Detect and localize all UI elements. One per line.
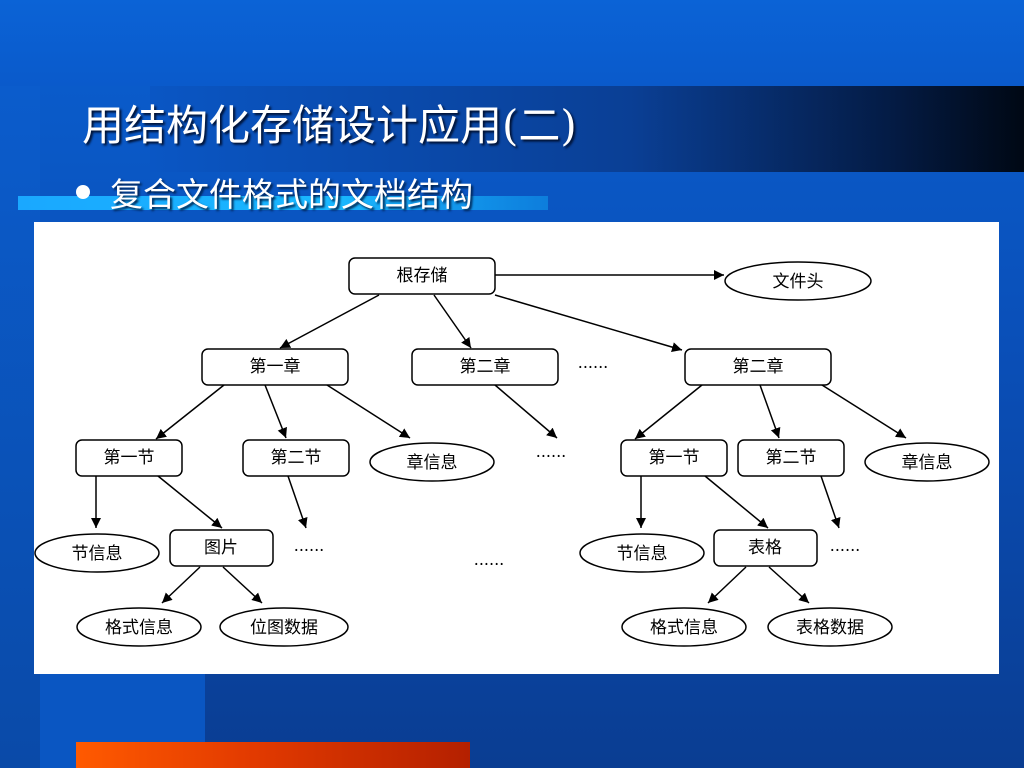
edge-chapter2right-section2 [759, 384, 781, 439]
label-right-section2: 第二节 [766, 448, 817, 468]
label-left-section1: 第一节 [104, 448, 155, 468]
node-right-table [713, 529, 818, 567]
header-band [0, 0, 1024, 86]
node-right-section-info [579, 533, 705, 573]
edge-root-chapter2mid [433, 294, 472, 349]
cyan-accent-bar [18, 196, 548, 210]
edge-table-formatinfo [707, 566, 747, 604]
edge-rsection2-more [820, 475, 841, 529]
diagram-panel: 根存储 文件头 第一章 第二章 第二章 第一节 第二节 章信息 节信息 图片 格… [34, 222, 999, 674]
label-right-format-info: 格式信息 [650, 618, 718, 638]
ellipsis-mid-chapter: ...... [536, 442, 567, 461]
ellipsis-left-section: ...... [294, 536, 325, 555]
node-root-storage [348, 257, 496, 295]
ellipsis-center: ...... [474, 550, 505, 569]
bullet-dot-icon [76, 185, 90, 199]
edge-rsection1-table [704, 475, 769, 529]
label-right-table: 表格 [748, 538, 782, 558]
edge-table-tabledata [768, 566, 810, 604]
label-right-section-info: 节信息 [617, 544, 668, 564]
node-left-bitmap-data [219, 607, 349, 647]
edge-chapter1-section2 [264, 384, 287, 439]
label-chapter1: 第一章 [250, 357, 301, 377]
label-left-picture: 图片 [204, 538, 238, 558]
edge-root-chapter2right [494, 294, 683, 352]
node-file-header [724, 261, 872, 301]
edge-lsection1-picture [157, 475, 223, 529]
edge-root-chapter1 [279, 294, 380, 349]
edge-lsection2-more [287, 475, 308, 529]
node-left-format-info [76, 607, 202, 647]
label-left-bitmap-data: 位图数据 [250, 618, 318, 638]
node-left-section-info [34, 533, 160, 573]
title-band [150, 86, 1024, 172]
node-chapter1 [201, 348, 349, 386]
label-right-section1: 第一节 [649, 448, 700, 468]
node-left-section2 [242, 439, 350, 477]
edge-chapter2right-section1 [634, 384, 703, 440]
label-file-header: 文件头 [773, 272, 824, 292]
label-root-storage: 根存储 [397, 266, 448, 286]
node-chapter2-mid [411, 348, 559, 386]
label-right-chapter-info: 章信息 [902, 453, 953, 473]
node-right-chapter-info [864, 442, 990, 482]
label-chapter2-right: 第二章 [733, 357, 784, 377]
node-left-section1 [75, 439, 183, 477]
storage-structure-diagram: 根存储 文件头 第一章 第二章 第二章 第一节 第二节 章信息 节信息 图片 格… [34, 257, 990, 647]
node-right-format-info [621, 607, 747, 647]
edge-chapter2mid-more [494, 384, 558, 439]
label-left-section-info: 节信息 [72, 544, 123, 564]
node-left-picture [169, 529, 274, 567]
node-right-table-data [767, 607, 893, 647]
slide-title: 用结构化存储设计应用(二) [82, 101, 577, 150]
label-chapter2-mid: 第二章 [460, 357, 511, 377]
label-left-chapter-info: 章信息 [407, 453, 458, 473]
node-chapter2-right [684, 348, 832, 386]
bullet-point: 复合文件格式的文档结构 [76, 170, 473, 214]
orange-accent-bar [76, 742, 470, 768]
node-right-section1 [620, 439, 728, 477]
ellipsis-chapters: ...... [578, 353, 609, 372]
node-left-chapter-info [369, 442, 495, 482]
node-right-section2 [737, 439, 845, 477]
bullet-text: 复合文件格式的文档结构 [110, 175, 473, 214]
label-left-format-info: 格式信息 [105, 618, 173, 638]
edge-picture-formatinfo [161, 566, 201, 604]
edge-chapter2right-chapterinfo [821, 384, 907, 439]
ellipsis-right-section: ...... [830, 536, 861, 555]
edge-picture-bitmapdata [222, 566, 263, 604]
label-left-section2: 第二节 [271, 448, 322, 468]
label-right-table-data: 表格数据 [796, 618, 864, 638]
edge-chapter1-chapterinfo [326, 384, 411, 439]
edge-chapter1-section1 [155, 384, 225, 440]
